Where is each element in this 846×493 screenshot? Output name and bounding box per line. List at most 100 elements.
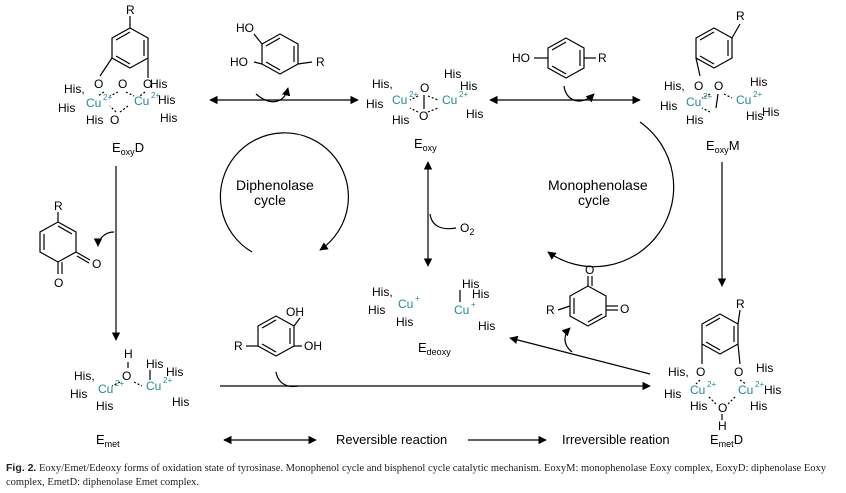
- svg-text:O: O: [143, 77, 152, 91]
- svg-text:O: O: [94, 77, 103, 91]
- svg-text:Cu: Cu: [454, 303, 469, 317]
- svg-text:His: His: [86, 113, 103, 127]
- svg-text:R: R: [234, 339, 243, 353]
- svg-text:2+: 2+: [409, 90, 418, 99]
- svg-text:2+: 2+: [151, 91, 160, 100]
- svg-text:His: His: [392, 113, 409, 127]
- tyrosinase-mechanism-scheme: R O O O O Cu 2+ Cu 2+ His, His His His H…: [39, 3, 781, 449]
- svg-text:His,: His,: [668, 365, 689, 379]
- svg-text:H: H: [718, 419, 727, 433]
- svg-text:HO: HO: [236, 21, 254, 35]
- emetd-label: EmetD: [710, 432, 743, 449]
- svg-text:2+: 2+: [753, 90, 762, 99]
- svg-text:His: His: [762, 105, 779, 119]
- svg-text:His: His: [472, 287, 489, 301]
- svg-text:Cu: Cu: [738, 383, 753, 397]
- svg-text:O: O: [718, 401, 727, 415]
- svg-text:R: R: [598, 51, 607, 65]
- svg-text:His: His: [146, 357, 163, 371]
- svg-text:O: O: [694, 79, 703, 93]
- svg-text:R: R: [546, 303, 555, 317]
- svg-text:His: His: [158, 93, 175, 107]
- legend: Reversible reaction Irreversible reation: [223, 432, 670, 447]
- svg-text:His: His: [664, 387, 681, 401]
- monophenolase-cycle-line2: cycle: [578, 192, 610, 208]
- svg-text:His: His: [368, 303, 385, 317]
- svg-text:OH: OH: [286, 305, 304, 319]
- svg-text:His,: His,: [372, 285, 393, 299]
- svg-text:His: His: [764, 383, 781, 397]
- svg-text:+: +: [471, 300, 476, 309]
- legend-reversible-label: Reversible reaction: [336, 432, 447, 447]
- svg-text:O: O: [118, 77, 127, 91]
- svg-text:H: H: [124, 347, 133, 361]
- svg-text:His: His: [466, 107, 483, 121]
- svg-text:His: His: [660, 99, 677, 113]
- diphenolase-cycle-line1: Diphenolase: [236, 177, 314, 193]
- emetd-edeoxy-arrow: [509, 335, 651, 375]
- svg-text:R: R: [316, 55, 325, 69]
- svg-text:His: His: [58, 101, 75, 115]
- monophenolase-cycle-line1: Monophenolase: [548, 177, 648, 193]
- svg-text:O: O: [92, 257, 101, 271]
- svg-text:Cu: Cu: [134, 94, 149, 108]
- eoxy-complex: O O Cu 2+ Cu 2+ His, His His His His His…: [366, 67, 483, 153]
- diphenolase-cycle-line2: cycle: [254, 192, 286, 208]
- svg-text:His: His: [70, 387, 87, 401]
- svg-text:O: O: [585, 263, 594, 277]
- eoxym-complex: R O O Cu 2+ Cu 2+ His, His His His His H…: [660, 9, 779, 155]
- svg-text:His: His: [396, 315, 413, 329]
- svg-text:Cu: Cu: [392, 93, 407, 107]
- emet-label: Emet: [96, 432, 120, 449]
- svg-text:HO: HO: [230, 55, 248, 69]
- svg-text:His: His: [172, 395, 189, 409]
- svg-text:His: His: [746, 109, 763, 123]
- svg-text:Cu: Cu: [690, 383, 705, 397]
- svg-text:His,: His,: [664, 79, 685, 93]
- svg-text:His: His: [462, 277, 479, 291]
- legend-irreversible-label: Irreversible reation: [562, 432, 670, 447]
- svg-text:His: His: [750, 399, 767, 413]
- svg-text:O: O: [696, 365, 705, 379]
- svg-text:His: His: [686, 113, 703, 127]
- svg-text:O: O: [122, 369, 131, 383]
- svg-text:His: His: [756, 361, 773, 375]
- svg-text:His: His: [444, 67, 461, 81]
- svg-text:His: His: [160, 111, 177, 125]
- svg-text:Cu: Cu: [86, 96, 101, 110]
- svg-text:His: His: [96, 399, 113, 413]
- svg-text:+: +: [415, 294, 420, 303]
- eoxyd-complex: R O O O O Cu 2+ Cu 2+ His, His His His H…: [58, 3, 177, 157]
- svg-text:His: His: [750, 75, 767, 89]
- figure-number: Fig. 2.: [6, 462, 37, 474]
- o2-label: O2: [460, 221, 474, 237]
- emetd-complex: R O O O H Cu 2+ Cu 2+ His, His His His H…: [664, 297, 781, 449]
- catechol-reagent: HO HO R: [230, 21, 325, 75]
- eoxyd-r: R: [126, 3, 135, 17]
- svg-text:OH: OH: [304, 339, 322, 353]
- edeoxy-label: Edeoxy: [418, 340, 451, 357]
- svg-text:Cu: Cu: [146, 379, 161, 393]
- svg-text:2+: 2+: [115, 379, 124, 388]
- svg-text:Cu: Cu: [398, 297, 413, 311]
- svg-text:Cu: Cu: [442, 93, 457, 107]
- svg-text:R: R: [736, 297, 745, 311]
- eoxyd-label: EoxyD: [112, 140, 144, 157]
- svg-text:O: O: [734, 365, 743, 379]
- svg-text:2+: 2+: [755, 380, 764, 389]
- svg-text:R: R: [54, 199, 63, 213]
- svg-text:2+: 2+: [459, 90, 468, 99]
- svg-text:HO: HO: [512, 51, 530, 65]
- svg-text:2+: 2+: [703, 92, 712, 101]
- svg-text:His: His: [150, 77, 167, 91]
- svg-text:R: R: [736, 9, 745, 23]
- svg-text:His,: His,: [64, 82, 85, 96]
- svg-text:Cu: Cu: [736, 93, 751, 107]
- monophenolase-cycle-arrow: [547, 121, 675, 268]
- edeoxy-complex: Cu + His, His His Cu + His His His Edeox…: [368, 277, 495, 357]
- svg-text:His: His: [460, 79, 477, 93]
- svg-text:O: O: [54, 276, 63, 290]
- o-quinone-right: O O R: [546, 263, 629, 327]
- svg-text:His: His: [366, 97, 383, 111]
- figure-caption: Fig. 2. Eoxy/Emet/Edeoxy forms of oxidat…: [6, 461, 840, 490]
